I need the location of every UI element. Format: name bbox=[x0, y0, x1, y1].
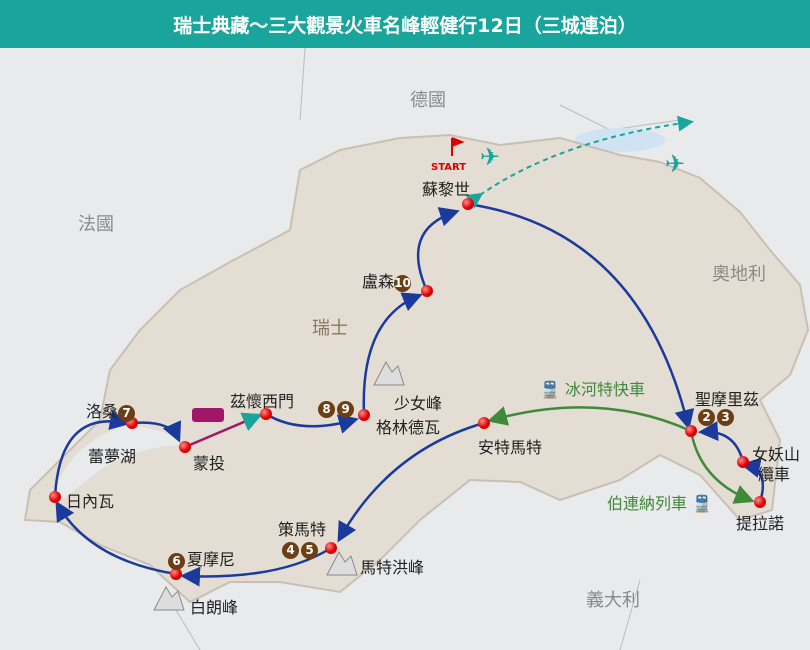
city-geneva: 日內瓦 bbox=[66, 492, 115, 511]
bernina-route bbox=[689, 430, 755, 504]
diavolezza-line2: 纜車 bbox=[758, 465, 791, 484]
mountain-icons bbox=[153, 360, 405, 611]
bus-route bbox=[184, 412, 263, 449]
switzerland-shape bbox=[23, 133, 810, 604]
plane-icon: ✈ bbox=[665, 150, 685, 178]
day-badge: 10 bbox=[394, 275, 412, 292]
city-zurich: 蘇黎世 bbox=[422, 180, 471, 199]
day-badge: 7 bbox=[118, 405, 136, 422]
city-zweisimmen: 茲懷西門 bbox=[230, 392, 295, 411]
peak-matterhorn: 馬特洪峰 bbox=[360, 558, 425, 577]
peak-montblanc: 白朗峰 bbox=[190, 598, 239, 617]
lake-geneva bbox=[50, 425, 185, 505]
city-grindelwald: 格林德瓦 bbox=[376, 418, 441, 437]
city-stmoritz: 聖摩里茲 bbox=[695, 390, 760, 409]
map: ✈ ✈ bbox=[23, 48, 810, 650]
route-lines bbox=[53, 202, 765, 587]
lake-label: 蕾夢湖 bbox=[88, 447, 137, 466]
peak-jungfrau: 少女峰 bbox=[394, 394, 443, 413]
city-markers bbox=[49, 198, 766, 580]
country-france: 法國 bbox=[78, 214, 114, 235]
start-flag-icon bbox=[451, 137, 465, 156]
city-zermatt: 策馬特 bbox=[278, 520, 327, 539]
page-title: 瑞士典藏～三大觀景火車名峰輕健行12日（三城連泊） bbox=[0, 0, 810, 48]
plane-icon: ✈ bbox=[480, 143, 500, 171]
country-italy: 義大利 bbox=[586, 590, 640, 611]
country-austria: 奧地利 bbox=[712, 264, 766, 285]
glacier-express-label: 🚆 冰河特快車 bbox=[540, 380, 646, 399]
city-andermatt: 安特馬特 bbox=[478, 438, 543, 457]
train-icon: 🚆 bbox=[540, 380, 560, 399]
city-tirano: 提拉諾 bbox=[736, 514, 785, 533]
glacier-express-route bbox=[487, 406, 692, 433]
bernina-express-label: 伯連納列車 🚆 bbox=[607, 494, 713, 513]
country-switzerland: 瑞士 bbox=[312, 318, 348, 339]
train-icon: 🚆 bbox=[692, 494, 713, 513]
bus-icon bbox=[192, 408, 224, 422]
diavolezza-line1: 女妖山 bbox=[752, 445, 801, 464]
city-lucerne: 盧森10 bbox=[362, 272, 412, 292]
day-badge: 6 bbox=[168, 553, 185, 570]
city-montreux: 蒙投 bbox=[193, 454, 226, 473]
country-germany: 德國 bbox=[410, 90, 446, 111]
start-label: START bbox=[431, 162, 467, 173]
flight-route bbox=[465, 115, 694, 209]
